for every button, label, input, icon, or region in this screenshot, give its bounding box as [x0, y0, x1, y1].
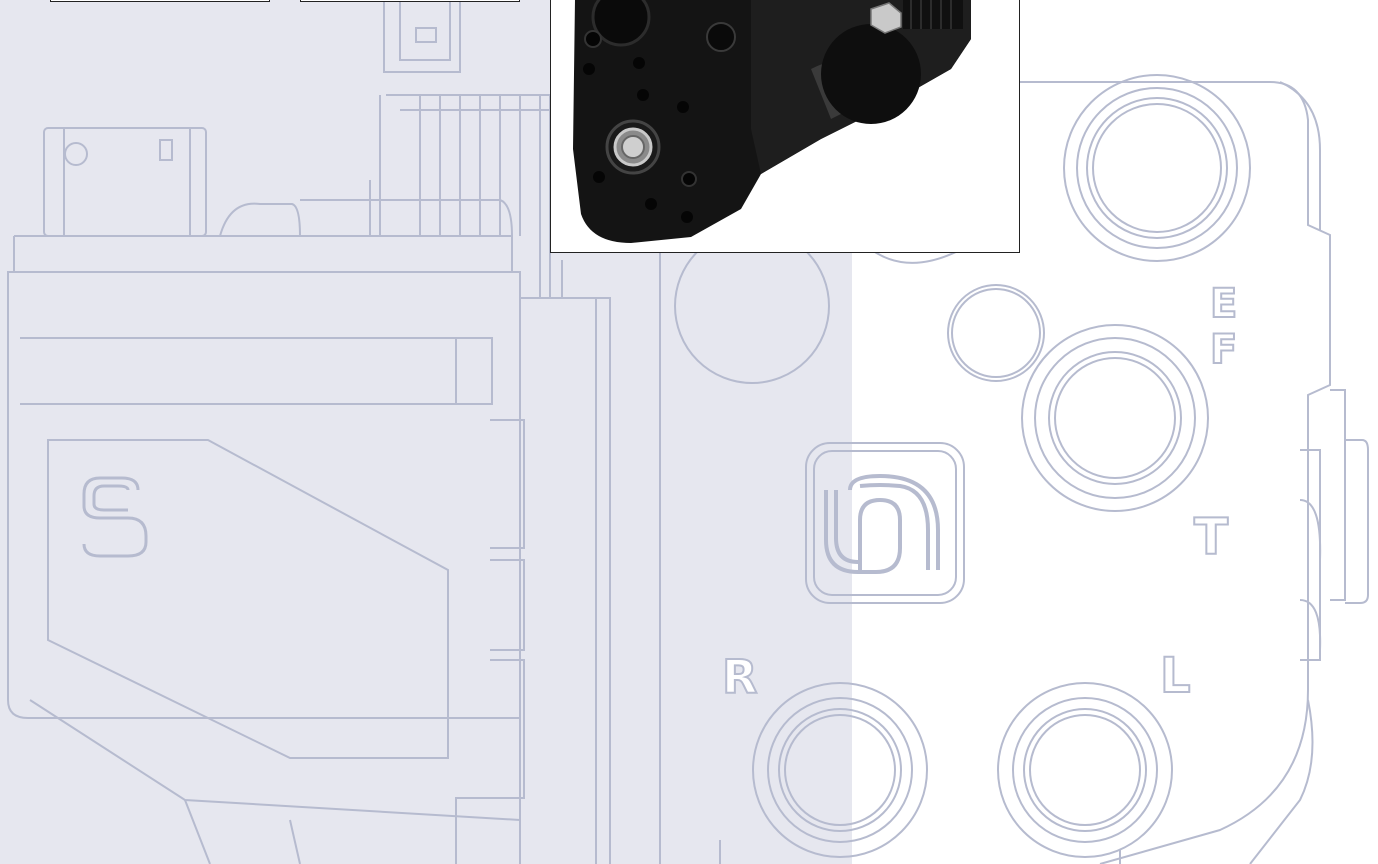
valve-block-outline [674, 74, 1369, 864]
mount-hole-5 [593, 171, 605, 183]
housing-cylinder [821, 24, 921, 124]
product-photo [551, 0, 1019, 252]
mount-hole-8 [681, 211, 693, 223]
mount-hole-2 [633, 57, 645, 69]
top-bolt [706, 22, 736, 52]
port-label-r: R [721, 650, 758, 704]
port-label-t: T [1193, 508, 1229, 566]
left-bolt [584, 30, 602, 48]
mount-hole-3 [637, 89, 649, 101]
connector-ribs [910, 0, 952, 29]
s-logo [82, 476, 148, 558]
mount-hole-4 [677, 101, 689, 113]
spline-shaft-core [621, 135, 645, 159]
mount-hole-6 [681, 171, 697, 187]
connector-block [903, 0, 963, 29]
port-label-f: F [1209, 327, 1238, 373]
port-label-e: E [1209, 281, 1238, 327]
side-fitting [870, 2, 902, 34]
top-tab-right[interactable] [300, 0, 520, 2]
product-photo-frame [550, 0, 1020, 253]
center-logo [824, 473, 940, 574]
port-label-l: L [1159, 648, 1192, 704]
top-plug [591, 0, 651, 47]
top-tab-left[interactable] [50, 0, 270, 2]
mount-hole-7 [645, 198, 657, 210]
mount-hole-1 [583, 63, 595, 75]
